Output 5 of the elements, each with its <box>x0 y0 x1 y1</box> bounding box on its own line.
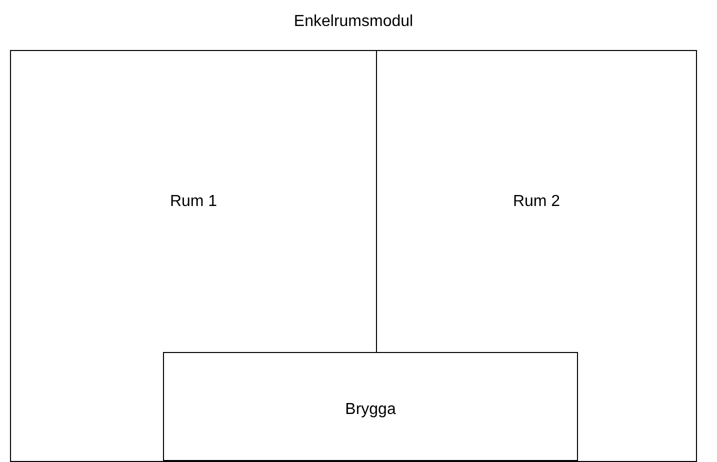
room-label: Rum 2 <box>512 193 560 211</box>
module-title: Enkelrumsmodul <box>294 13 414 31</box>
bridge-label: Brygga <box>345 401 396 419</box>
bridge-area <box>163 352 578 461</box>
room-label: Rum 1 <box>170 193 218 211</box>
